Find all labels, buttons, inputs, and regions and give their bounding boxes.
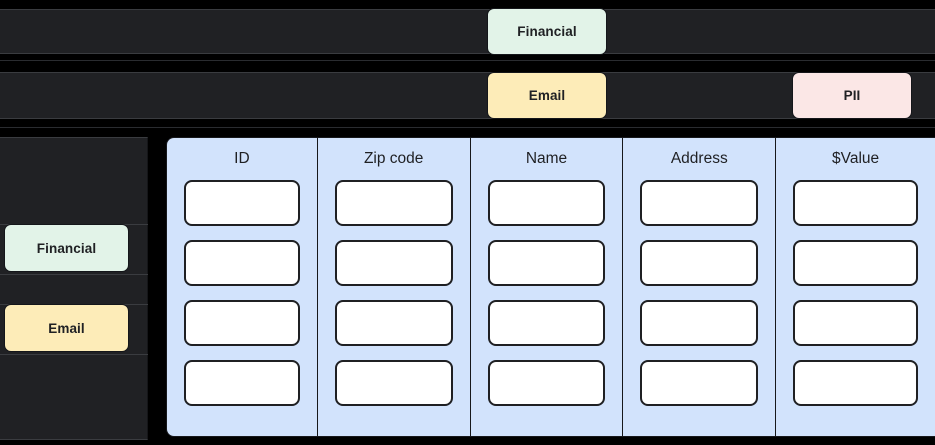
top-row-2	[0, 72, 935, 119]
column-cells	[318, 180, 470, 436]
column-cells	[776, 180, 935, 436]
table-cell[interactable]	[487, 180, 606, 226]
column-cells	[623, 180, 775, 436]
data-table: ID Zip code Name Address $Value	[166, 137, 935, 437]
tag-email-row2[interactable]: Email	[487, 72, 607, 119]
top-row-2-divider	[0, 127, 935, 128]
column-header: Name	[525, 150, 568, 167]
table-cell[interactable]	[184, 180, 300, 226]
column-cells	[167, 180, 317, 436]
table-cell[interactable]	[184, 240, 300, 286]
sidebar-divider-2	[0, 274, 148, 275]
table-cell[interactable]	[334, 300, 453, 346]
sidebar-tag-email[interactable]: Email	[4, 304, 129, 352]
table-column-id: ID	[167, 138, 318, 436]
column-cells	[471, 180, 623, 436]
table-column-zip-code: Zip code	[318, 138, 471, 436]
table-cell[interactable]	[184, 360, 300, 406]
table-cell[interactable]	[640, 240, 759, 286]
table-column-address: Address	[623, 138, 777, 436]
sidebar-tag-financial[interactable]: Financial	[4, 224, 129, 272]
column-header: Address	[670, 150, 728, 167]
tag-financial-row1[interactable]: Financial	[487, 8, 607, 55]
table-cell[interactable]	[487, 300, 606, 346]
table-column-value: $Value	[776, 138, 935, 436]
table-cell[interactable]	[334, 240, 453, 286]
table-cell[interactable]	[793, 180, 918, 226]
column-header: Zip code	[363, 150, 424, 167]
table-cell[interactable]	[334, 360, 453, 406]
table-cell[interactable]	[334, 180, 453, 226]
sidebar-panel	[0, 137, 148, 440]
table-cell[interactable]	[640, 300, 759, 346]
table-cell[interactable]	[487, 240, 606, 286]
top-row-1	[0, 9, 935, 54]
column-header: $Value	[832, 150, 880, 167]
table-cell[interactable]	[487, 360, 606, 406]
table-cell[interactable]	[184, 300, 300, 346]
table-cell[interactable]	[640, 360, 759, 406]
top-row-1-divider	[0, 60, 935, 61]
column-header: ID	[234, 150, 250, 167]
table-cell[interactable]	[640, 180, 759, 226]
sidebar-divider-4	[0, 354, 148, 355]
table-column-name: Name	[471, 138, 624, 436]
table-cell[interactable]	[793, 360, 918, 406]
table-cell[interactable]	[793, 300, 918, 346]
table-cell[interactable]	[793, 240, 918, 286]
tag-pii-row2[interactable]: PII	[792, 72, 912, 119]
